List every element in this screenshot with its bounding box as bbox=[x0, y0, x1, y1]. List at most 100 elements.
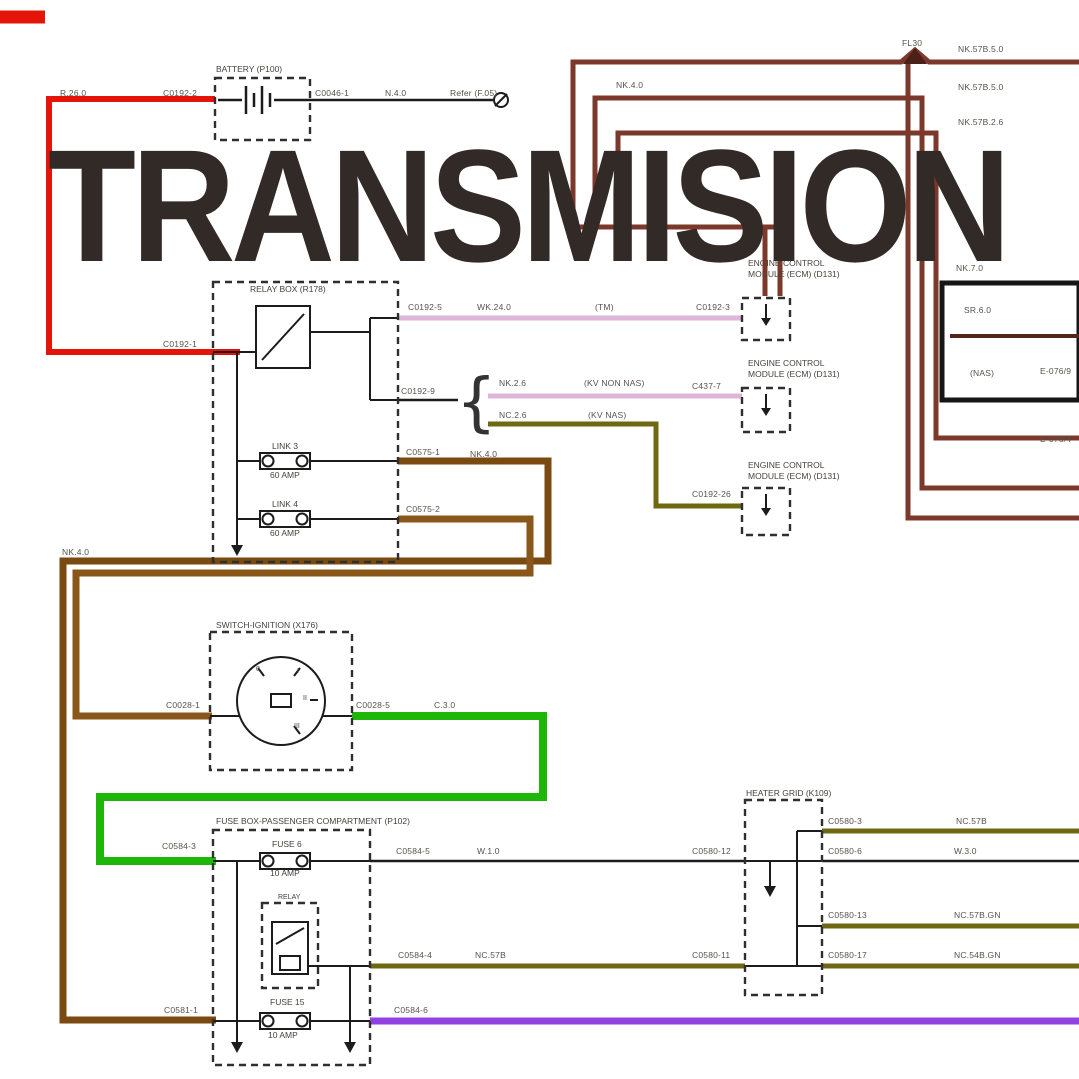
ground-arrow bbox=[231, 1042, 243, 1053]
heater-grid-feed-wires bbox=[370, 859, 1079, 1025]
fuse6-label: FUSE 6 bbox=[272, 839, 302, 849]
wire-label-5: FL30 bbox=[902, 38, 923, 48]
wire-label-0: R.26.0 bbox=[60, 88, 87, 98]
fuse-box-label: FUSE BOX-PASSENGER COMPARTMENT (P102) bbox=[216, 816, 410, 826]
ignition-switch-symbol bbox=[236, 656, 326, 746]
splice-junction-fl30 bbox=[903, 48, 927, 64]
battery-label: BATTERY (P100) bbox=[216, 64, 283, 74]
ecm-signal-wires bbox=[398, 315, 742, 509]
wire-label-45: NC.54B.GN bbox=[954, 950, 1001, 960]
heater-grid-internals bbox=[745, 828, 1079, 969]
nas-module-box bbox=[939, 280, 1079, 403]
wire-label-27: C0028-5 bbox=[356, 700, 391, 710]
fuse6-amp-label: 10 AMP bbox=[270, 868, 300, 878]
fuse15-label: FUSE 15 bbox=[270, 997, 305, 1007]
wire-label-21: C0192-26 bbox=[692, 489, 731, 499]
wire-label-13: (TM) bbox=[595, 302, 614, 312]
wire-label-15: C0192-9 bbox=[401, 386, 436, 396]
wire-label-34: NC.57B bbox=[475, 950, 506, 960]
ecm1-label-line1: ENGINE CONTROL bbox=[748, 258, 825, 268]
battery-circuit bbox=[218, 86, 509, 114]
wire-label-40: C0580-6 bbox=[828, 846, 863, 856]
wire-label-22: C0575-1 bbox=[406, 447, 441, 457]
wire-label-24: C0575-2 bbox=[406, 504, 441, 514]
wire-label-38: C0580-3 bbox=[828, 816, 863, 826]
fuse-box-internals bbox=[213, 852, 370, 1053]
wire-label-47: SR.6.0 bbox=[964, 305, 992, 315]
ground-arrow bbox=[344, 1042, 356, 1053]
link3-label: LINK 3 bbox=[272, 441, 298, 451]
ignition-label: SWITCH-IGNITION (X176) bbox=[216, 620, 319, 630]
wire-label-43: NC.57B.GN bbox=[954, 910, 1001, 920]
wire-label-26: C0028-1 bbox=[166, 700, 201, 710]
wire-label-16: NK.2.6 bbox=[499, 378, 527, 388]
wire-split-brace: { bbox=[456, 366, 497, 440]
wire-label-35: C0580-11 bbox=[692, 950, 731, 960]
wire-label-2: C0046-1 bbox=[315, 88, 350, 98]
wire-label-48: (NAS) bbox=[970, 368, 995, 378]
ecm1-label-line2: MODULE (ECM) (D131) bbox=[748, 269, 840, 279]
wire-label-42: C0580-13 bbox=[828, 910, 867, 920]
ecm2-label-line2: MODULE (ECM) (D131) bbox=[748, 369, 840, 379]
wire-label-36: C0584-6 bbox=[394, 1005, 429, 1015]
ignition-switch-internals bbox=[210, 656, 352, 746]
wire-label-23: NK.4.0 bbox=[470, 449, 498, 459]
wire-label-46: NK.7.0 bbox=[956, 263, 984, 273]
wire-label-37: C0581-1 bbox=[164, 1005, 199, 1015]
relay-box-internals bbox=[213, 305, 398, 556]
wire-label-28: C.3.0 bbox=[434, 700, 456, 710]
link3-amp-label: 60 AMP bbox=[270, 470, 300, 480]
wire-label-30: C0584-5 bbox=[396, 846, 431, 856]
wire-label-8: NK.57B.5.0 bbox=[958, 82, 1004, 92]
title-overlay: TRANSMISION bbox=[48, 116, 1011, 295]
ignition-pos1-label: I bbox=[297, 668, 299, 675]
wire-label-10: C0192-1 bbox=[163, 339, 198, 349]
wire-label-11: C0192-5 bbox=[408, 302, 443, 312]
relay-box-label: RELAY BOX (R178) bbox=[250, 284, 326, 294]
ecm3-connector-box bbox=[740, 486, 792, 537]
wire-label-6: NK.57B.5.0 bbox=[958, 44, 1004, 54]
wire-label-17: (KV NON NAS) bbox=[584, 378, 645, 388]
wire-label-1: C0192-2 bbox=[163, 88, 198, 98]
fuse-box-component-box bbox=[211, 828, 372, 1067]
wire-label-29: C0584-3 bbox=[162, 841, 197, 851]
link4-label: LINK 4 bbox=[272, 499, 298, 509]
ignition-switch-component-box bbox=[208, 630, 354, 772]
link4-amp-label: 60 AMP bbox=[270, 528, 300, 538]
wire-label-7: NK.4.0 bbox=[616, 80, 644, 90]
ecm-connector-pins bbox=[761, 304, 771, 516]
ground-arrow bbox=[231, 545, 243, 556]
ecm1-connector-box bbox=[740, 296, 792, 342]
ecm3-label-line2: MODULE (ECM) (D131) bbox=[748, 471, 840, 481]
key-slot-symbol bbox=[270, 693, 292, 708]
maroon-harness-wires bbox=[570, 46, 1079, 521]
heater-grid-label: HEATER GRID (K109) bbox=[746, 788, 832, 798]
inner-relay-box bbox=[260, 901, 320, 990]
ignition-pos0-label: 0 bbox=[256, 666, 260, 673]
wire-label-18: C437-7 bbox=[692, 381, 722, 391]
inner-relay-label: RELAY bbox=[278, 894, 301, 901]
wire-label-9: NK.57B.2.6 bbox=[958, 117, 1004, 127]
wire-label-3: N.4.0 bbox=[385, 88, 407, 98]
wire-label-33: C0584-4 bbox=[398, 950, 433, 960]
wire-label-19: NC.2.6 bbox=[499, 410, 527, 420]
ecm3-label-line1: ENGINE CONTROL bbox=[748, 460, 825, 470]
heater-grid-component-box bbox=[743, 798, 824, 997]
fuse15-amp-label: 10 AMP bbox=[268, 1030, 298, 1040]
battery-component-box bbox=[213, 76, 312, 142]
ground-symbol bbox=[493, 92, 509, 108]
wire-label-14: C0192-3 bbox=[696, 302, 731, 312]
wire-label-39: NC.57B bbox=[956, 816, 987, 826]
ecm2-connector-box bbox=[740, 386, 792, 434]
relay-box-component-box bbox=[211, 280, 400, 564]
wire-label-49: E-076/9 bbox=[1040, 366, 1072, 376]
red-battery-feed-wire bbox=[0, 10, 240, 355]
ground-arrow bbox=[764, 886, 776, 897]
ignition-pos2-label: II bbox=[303, 695, 307, 702]
wire-label-4: Refer (F.05) bbox=[450, 88, 498, 98]
wire-label-32: C0580-12 bbox=[692, 846, 731, 856]
wire-label-44: C0580-17 bbox=[828, 950, 867, 960]
